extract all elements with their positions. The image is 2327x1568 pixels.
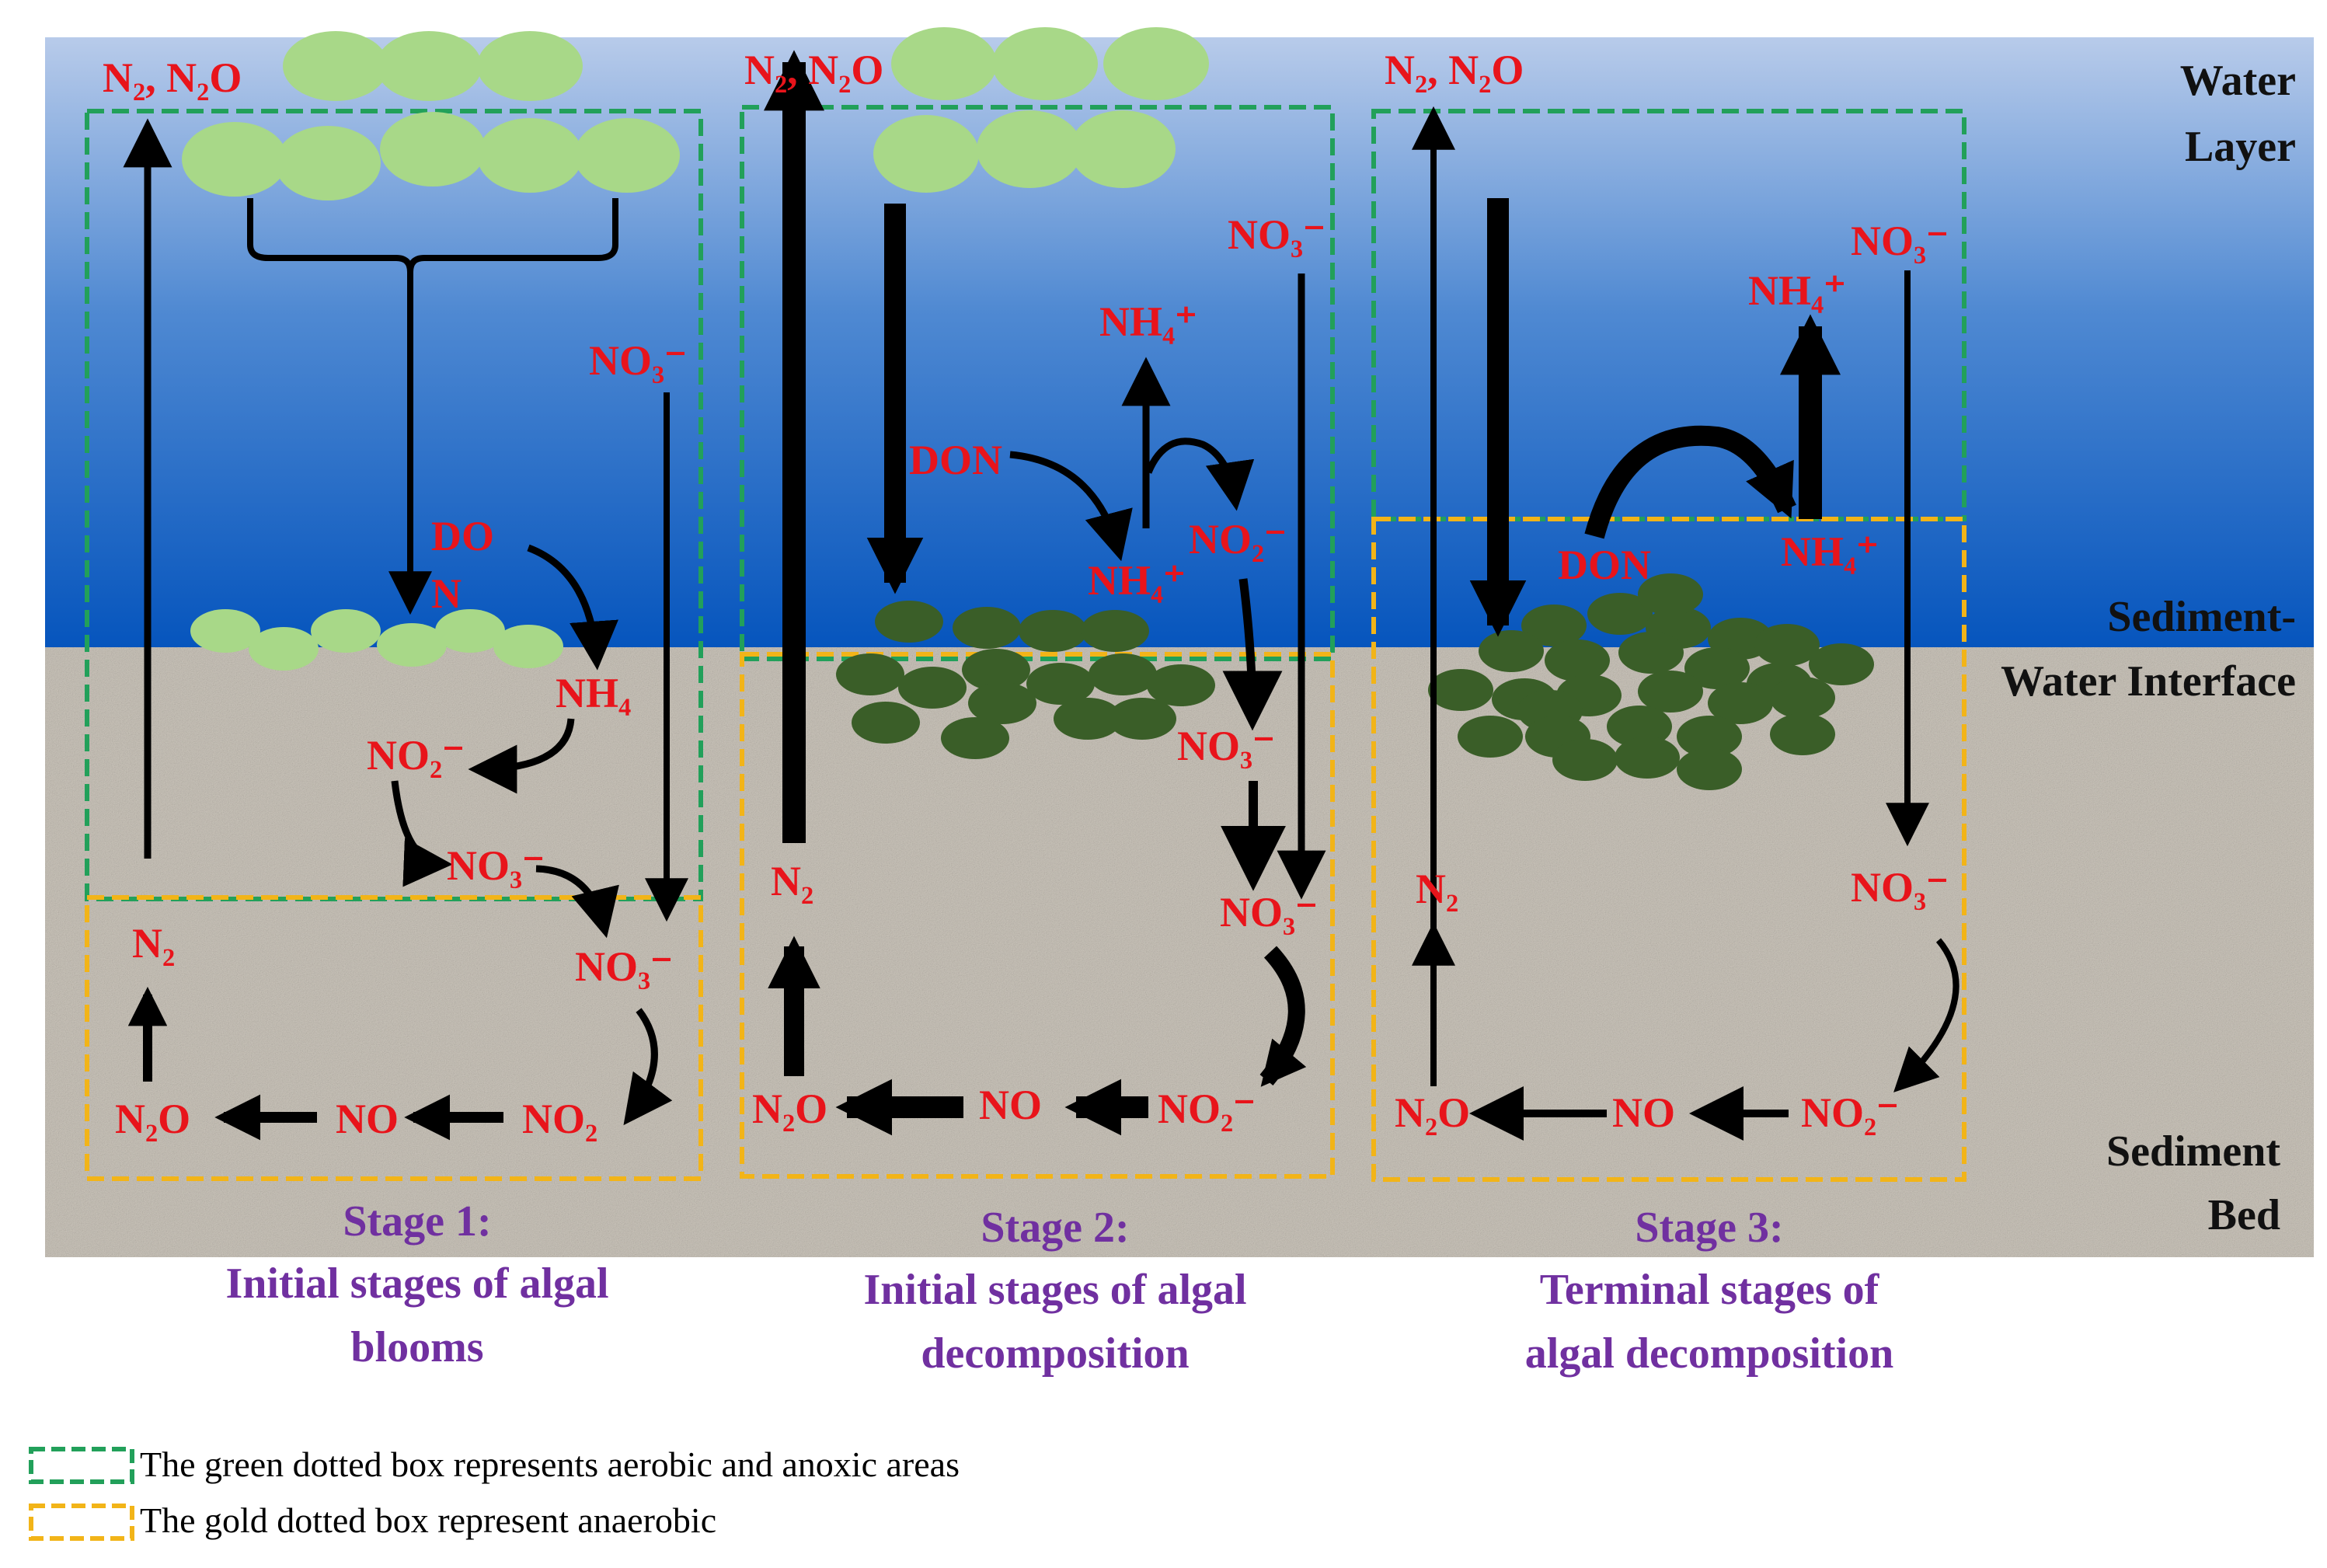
stage-1-arrow-no2-no3 <box>391 780 453 887</box>
stage-1-label-no3-mid: NO₃⁻ <box>447 842 545 889</box>
stage-2-label-nh4-top: NH₄⁺ <box>1099 298 1197 345</box>
stage-3-arrow-no3-no2 <box>1893 938 1959 1092</box>
stage-3-dead-algae <box>1428 573 1874 790</box>
stage-2-algae-bloom <box>873 27 1209 193</box>
zone-interface-line1: Sediment- <box>2107 593 2296 641</box>
zone-labels: Water Layer Sediment- Water Interface Se… <box>2001 57 2296 1239</box>
stage-3-label-nh4: NH₄⁺ <box>1781 528 1879 575</box>
stage-2-label-gas: N₂, N₂O <box>744 47 883 93</box>
stage-1-label-gas: N₂, N₂O <box>103 54 242 101</box>
stage-2-arrow-no2-no3 <box>1222 578 1283 731</box>
stage-1-label-no: NO <box>336 1096 399 1142</box>
stage-2: N₂, N₂O NO₃⁻ NH₄⁺ DON NH₄⁺ NO₂⁻ NO₃⁻ NO₃… <box>740 27 1335 1378</box>
stage-1-title: Stage 1: <box>343 1197 491 1246</box>
stage-3-arrow-don-nh4 <box>1584 425 1796 539</box>
stage-3-label-gas: N₂, N₂O <box>1385 47 1524 93</box>
stage-3-green-box <box>1371 109 1966 521</box>
stage-3-label-no3-low: NO₃⁻ <box>1851 864 1949 911</box>
stage-2-label-no: NO <box>979 1082 1042 1128</box>
stage-2-title: Stage 2: <box>981 1204 1129 1252</box>
stage-2-label-don: DON <box>909 437 1002 483</box>
stage-1-desc-line2: blooms <box>350 1323 483 1371</box>
stage-3-gold-box <box>1371 517 1966 1182</box>
stage-2-desc-line1: Initial stages of algal <box>863 1266 1246 1314</box>
stage-3-label-don: DON <box>1558 542 1651 588</box>
stage-2-label-no3-top: NO₃⁻ <box>1228 211 1325 258</box>
stage-1-arrow-no3-no3 <box>535 865 619 939</box>
stage-1-label-n2o: N₂O <box>115 1096 190 1142</box>
legend-green-text: The green dotted box represents aerobic … <box>140 1444 960 1484</box>
stage-1-label-don-a: DO <box>431 513 494 559</box>
stage-3-label-n2o: N₂O <box>1395 1089 1470 1136</box>
stage-3-label-n2: N₂ <box>1416 866 1458 912</box>
stage-3-desc-line1: Terminal stages of <box>1540 1266 1880 1314</box>
stage-3-title: Stage 3: <box>1635 1204 1783 1252</box>
stage-2-label-no3-mid: NO₃⁻ <box>1177 723 1275 769</box>
stage-1-gold-box <box>85 895 703 1181</box>
legend-gold-text: The gold dotted box represent anaerobic <box>140 1500 716 1540</box>
stage-1-desc-line1: Initial stages of algal <box>225 1260 608 1308</box>
stage-2-label-n2: N₂ <box>771 858 813 904</box>
stage-1-green-box <box>85 109 703 901</box>
stage-2-arrow-no3-no2 <box>1259 946 1307 1087</box>
stage-1-label-no2: NO₂⁻ <box>367 732 465 779</box>
stage-1-label-no2-bottom: NO₂ <box>522 1096 597 1142</box>
stage-2-gold-box <box>740 652 1335 1179</box>
zone-water-line1: Water <box>2180 57 2296 105</box>
stage-1-label-nh4: NH₄ <box>556 670 631 716</box>
stage-1-algae-bloom <box>182 31 680 200</box>
sediment-layer <box>45 647 2314 1257</box>
stage-1-label-no3-top: NO₃⁻ <box>589 337 687 384</box>
zone-bed-line2: Bed <box>2208 1191 2280 1239</box>
stage-1-label-n2: N₂ <box>132 920 175 967</box>
stage-1-label-don-b: N <box>431 570 462 617</box>
zone-water-line2: Layer <box>2185 123 2296 171</box>
stage-1-settled-algae <box>190 609 563 671</box>
zone-bed-line1: Sediment <box>2106 1127 2280 1176</box>
stage-1-arrow-no3-no2 <box>623 1008 673 1126</box>
stage-3-label-no3-top: NO₃⁻ <box>1851 218 1949 264</box>
stage-1-label-no3-low: NO₃⁻ <box>575 943 673 990</box>
stage-2-dead-algae <box>836 601 1215 759</box>
stage-1-arrow-don-nh4 <box>527 544 618 671</box>
stage-2-label-no3-low: NO₃⁻ <box>1220 889 1318 936</box>
stage-3-label-no: NO <box>1612 1089 1675 1136</box>
stage-2-label-nh4: NH₄⁺ <box>1088 557 1186 604</box>
stage-1: N₂, N₂O NO₃⁻ DO N NH₄ NO₂⁻ NO₃⁻ NO₃⁻ N₂ … <box>85 31 703 1371</box>
stage-2-label-no2: NO₂⁻ <box>1189 516 1287 563</box>
stage-3: N₂, N₂O NO₃⁻ NH₄⁺ DON NH₄⁺ NO₃⁻ N₂ N₂O N… <box>1371 47 1966 1378</box>
stage-1-arrow-nh4-no2 <box>468 718 575 794</box>
legend-green-swatch <box>29 1447 134 1484</box>
stage-2-label-no2-bottom: NO₂⁻ <box>1158 1085 1256 1132</box>
stage-3-desc-line2: algal decomposition <box>1525 1329 1893 1378</box>
stage-2-desc-line2: decomposition <box>921 1329 1189 1378</box>
legend: The green dotted box represents aerobic … <box>29 1444 960 1541</box>
stage-3-label-nh4-top: NH₄⁺ <box>1748 267 1846 314</box>
stage-2-arrow-don-nh4 <box>1009 451 1133 562</box>
legend-gold-swatch <box>29 1504 134 1541</box>
stage-3-label-no2-bottom: NO₂⁻ <box>1801 1089 1899 1136</box>
zone-interface-line2: Water Interface <box>2001 657 2296 706</box>
stage-2-label-n2o: N₂O <box>752 1085 827 1132</box>
stage-2-arrow-to-no2 <box>1144 437 1255 511</box>
